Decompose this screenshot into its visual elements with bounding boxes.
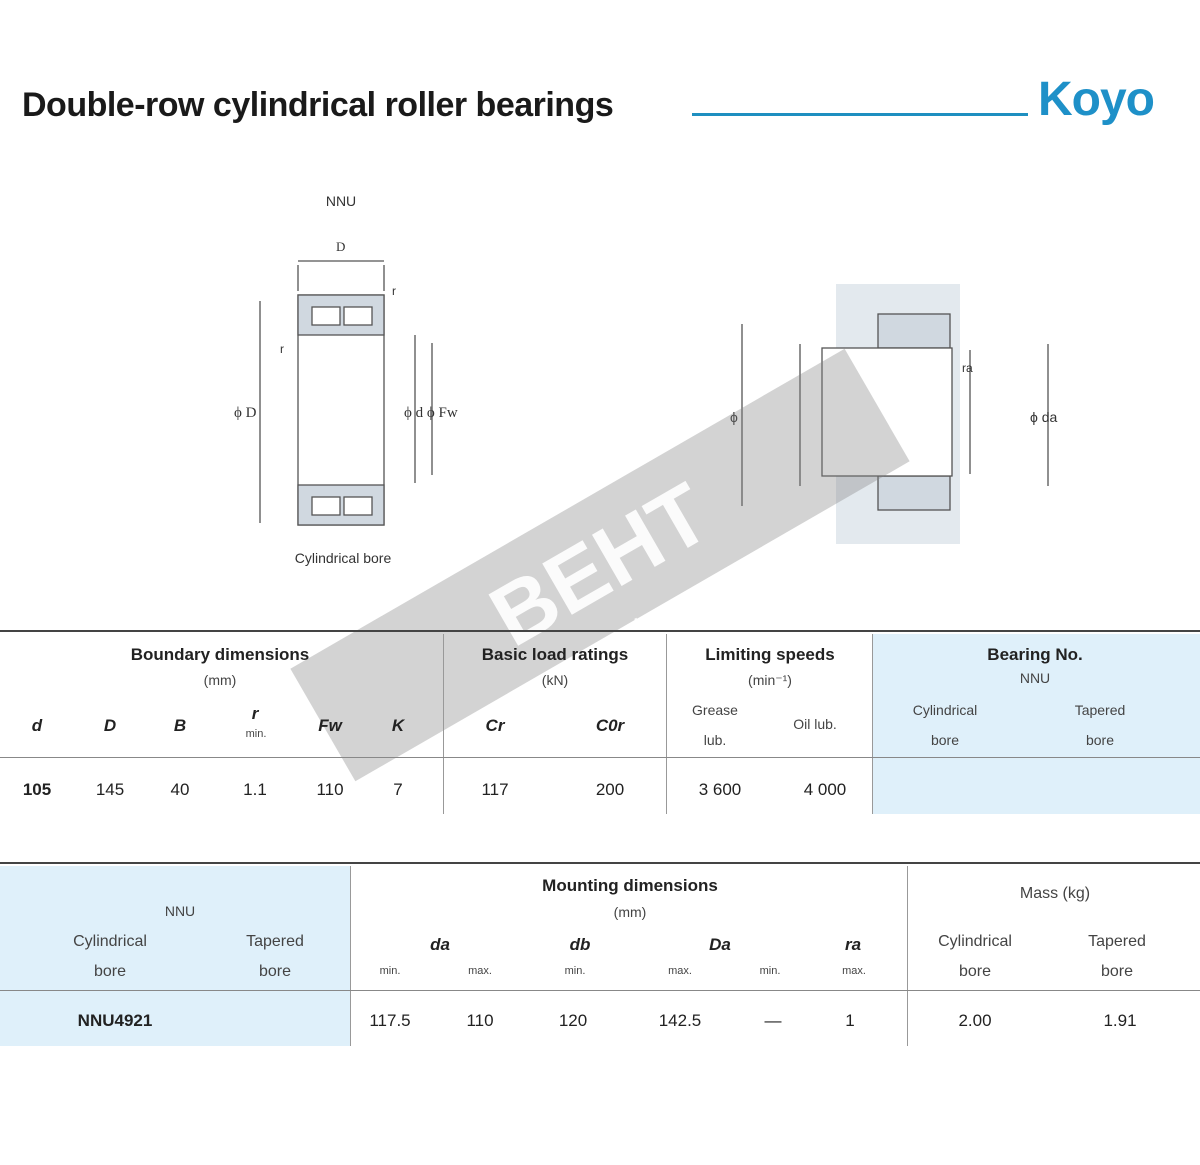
t2-bearing-tap-sub: bore xyxy=(258,963,292,980)
col-Fw: Fw xyxy=(318,716,342,735)
cell-K: 7 xyxy=(393,780,403,799)
table2-bearing-bg xyxy=(0,866,350,1046)
col-cyl: Cylindrical xyxy=(912,702,978,718)
svg-text:ϕ D: ϕ D xyxy=(234,405,257,421)
t2-mass-cyl-sub: bore xyxy=(958,963,992,980)
divider xyxy=(872,634,873,814)
col-d: d xyxy=(31,716,43,735)
t2-cell-no: NNU4921 xyxy=(77,1011,153,1030)
t2-da-min: min. xyxy=(379,965,401,977)
drawing-type-label: NNU xyxy=(325,193,357,209)
t2-cell-Da-max: 142.5 xyxy=(658,1011,702,1030)
t2-cell-da-min: 117.5 xyxy=(369,1011,411,1030)
t2-col-da: da xyxy=(430,935,450,954)
t2-mass-cyl: Cylindrical xyxy=(938,933,1012,950)
t2-cell-db-min: 120 xyxy=(558,1011,588,1030)
col-tap-sub: bore xyxy=(1085,732,1115,748)
bearing-section-drawing: D r r ϕ D ϕ d ϕ Fw xyxy=(234,239,458,526)
col-cyl-sub: bore xyxy=(930,732,960,748)
cell-oil: 4 000 xyxy=(803,780,847,799)
t2-ra-max: max. xyxy=(842,965,866,977)
col-r-min: min. xyxy=(245,728,267,740)
mounting-drawing: ϕ ra ϕ da xyxy=(730,284,1058,544)
t2-cell-da-max: 110 xyxy=(466,1011,494,1030)
col-C0r: C0r xyxy=(595,716,625,735)
t2-mass-tap: Tapered xyxy=(1088,933,1146,950)
t2-col-db: db xyxy=(569,935,591,954)
table2-header-rule xyxy=(0,990,1200,991)
t2-mass-tap-sub: bore xyxy=(1100,963,1134,980)
t2-col-Da: Da xyxy=(709,935,731,954)
t2-mounting-unit: (mm) xyxy=(613,904,647,920)
cell-Fw: 110 xyxy=(316,780,344,799)
t2-bearing-tap: Tapered xyxy=(246,933,304,950)
svg-text:ϕ: ϕ xyxy=(730,409,738,425)
svg-text:r: r xyxy=(392,284,396,298)
cell-r: 1.1 xyxy=(243,780,267,799)
svg-text:ra: ra xyxy=(962,361,973,375)
col-grease: Grease xyxy=(692,702,738,718)
col-K: K xyxy=(391,716,405,735)
group-load: Basic load ratings xyxy=(481,645,629,664)
cell-B: 40 xyxy=(170,780,190,799)
brand-logo: Koyo xyxy=(1038,73,1155,126)
col-B: B xyxy=(173,716,187,735)
col-D: D xyxy=(103,716,117,735)
group-bearing: Bearing No. xyxy=(987,645,1083,664)
col-grease-sub: lub. xyxy=(703,732,727,748)
col-tap: Tapered xyxy=(1074,702,1126,718)
t2-mass-title: Mass (kg) xyxy=(1019,885,1091,902)
cell-Cr: 117 xyxy=(481,780,509,799)
svg-text:r: r xyxy=(280,342,284,356)
t2-Da-min: min. xyxy=(759,965,781,977)
col-r: r xyxy=(251,704,259,723)
t2-mounting-title: Mounting dimensions xyxy=(542,876,718,895)
t2-cell-Da-min: — xyxy=(764,1011,782,1030)
group-speed-unit: (min⁻¹) xyxy=(748,672,792,688)
group-bearing-sub: NNU xyxy=(1019,670,1051,686)
t2-col-ra: ra xyxy=(844,935,862,954)
drawing-caption: Cylindrical bore xyxy=(294,550,392,566)
t2-cell-mass-cyl: 2.00 xyxy=(958,1011,992,1030)
divider xyxy=(443,634,444,814)
t2-da-max: max. xyxy=(468,965,492,977)
cell-grease: 3 600 xyxy=(698,780,742,799)
table1-bearing-no-bg xyxy=(872,634,1200,814)
divider xyxy=(907,866,908,1046)
cell-d: 105 xyxy=(22,780,52,799)
cell-D: 145 xyxy=(95,780,125,799)
t2-bearing-cyl-sub: bore xyxy=(93,963,127,980)
group-speed: Limiting speeds xyxy=(705,645,835,664)
page-title: Double-row cylindrical roller bearings xyxy=(22,86,614,124)
svg-text:D: D xyxy=(336,239,345,254)
t2-bearing-cyl: Cylindrical xyxy=(73,933,147,950)
table2-top-rule xyxy=(0,862,1200,864)
t2-bearing-label: NNU xyxy=(164,903,196,919)
divider xyxy=(666,634,667,814)
group-boundary-unit: (mm) xyxy=(203,672,237,688)
t2-db-min: min. xyxy=(564,965,586,977)
t2-cell-mass-tap: 1.91 xyxy=(1103,1011,1137,1030)
col-oil: Oil lub. xyxy=(793,716,837,732)
svg-text:ϕ d ϕ Fw: ϕ d ϕ Fw xyxy=(404,405,458,421)
cell-C0r: 200 xyxy=(595,780,625,799)
col-Cr: Cr xyxy=(485,716,505,735)
title-rule xyxy=(692,113,1028,116)
divider xyxy=(350,866,351,1046)
svg-text:ϕ da: ϕ da xyxy=(1030,409,1058,425)
group-boundary: Boundary dimensions xyxy=(130,645,310,664)
t2-Da-max: max. xyxy=(668,965,692,977)
group-load-unit: (kN) xyxy=(541,672,569,688)
table1-header-rule xyxy=(0,757,1200,758)
table1-top-rule xyxy=(0,630,1200,632)
t2-cell-ra: 1 xyxy=(845,1011,855,1030)
